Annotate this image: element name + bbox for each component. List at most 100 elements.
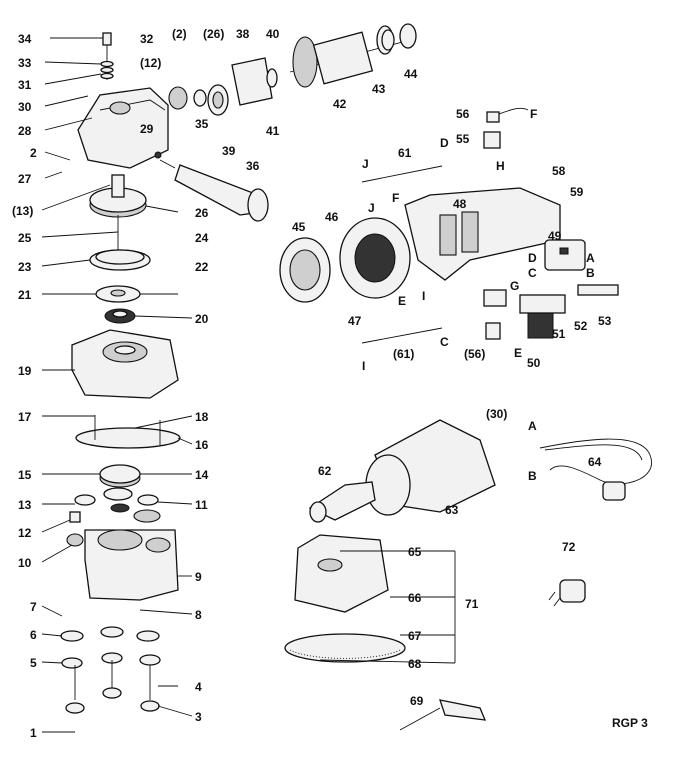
label-68: 68: [408, 657, 422, 671]
letter-C1: C: [440, 335, 449, 349]
label-56b: (56): [464, 347, 485, 361]
label-13: 13: [18, 498, 32, 512]
letter-B2: B: [586, 266, 595, 280]
label-69: 69: [410, 694, 424, 708]
label-61: 61: [398, 146, 412, 160]
brush-holders: [544, 239, 586, 271]
label-53: 53: [598, 314, 612, 328]
label-1: 1: [30, 726, 37, 740]
label-31: 31: [18, 78, 32, 92]
label-72: 72: [562, 540, 576, 554]
label-26b: (26): [203, 27, 224, 41]
housing-9: [84, 529, 179, 601]
letter-A2: A: [586, 251, 595, 265]
label-71: 71: [465, 597, 479, 611]
label-5: 5: [30, 656, 37, 670]
spindles-lower: [60, 626, 161, 714]
motor-cover-63: [365, 419, 496, 516]
label-2b: (2): [172, 27, 187, 41]
part-number-labels: 34 32 33 (12) 31 30 28 29 2 27 (13) 25 2…: [12, 27, 648, 740]
label-45: 45: [292, 220, 306, 234]
label-4: 4: [195, 680, 202, 694]
armature-42: [289, 25, 411, 88]
connection-letters: F H D J J F E I C I F G E D C A B A B: [362, 107, 595, 483]
label-9: 9: [195, 570, 202, 584]
label-3: 3: [195, 710, 202, 724]
bearing-20: [104, 308, 136, 324]
letter-E1: E: [398, 294, 406, 308]
gasket-16: [75, 415, 181, 449]
label-35: 35: [195, 117, 209, 131]
letter-D1: D: [440, 136, 449, 150]
label-59: 59: [570, 185, 584, 199]
label-10: 10: [18, 556, 32, 570]
label-15: 15: [18, 468, 32, 482]
label-25: 25: [18, 231, 32, 245]
label-39: 39: [222, 144, 236, 158]
label-58: 58: [552, 164, 566, 178]
label-6: 6: [30, 628, 37, 642]
drawing-code: RGP 3: [612, 716, 648, 730]
label-38: 38: [236, 27, 250, 41]
label-18: 18: [195, 410, 209, 424]
letter-H1: H: [496, 159, 505, 173]
leader-lines: [41, 37, 456, 733]
plate-21: [95, 285, 141, 303]
label-65: 65: [408, 545, 422, 559]
label-24: 24: [195, 231, 209, 245]
letter-C2: C: [528, 266, 537, 280]
bearings-43-44: [381, 23, 417, 51]
label-47: 47: [348, 314, 362, 328]
label-40: 40: [266, 27, 280, 41]
bearing-39: [193, 68, 278, 116]
label-22: 22: [195, 260, 209, 274]
label-52: 52: [574, 319, 588, 333]
label-14: 14: [195, 468, 209, 482]
ring-22: [89, 249, 151, 271]
label-27: 27: [18, 172, 32, 186]
label-41: 41: [266, 124, 280, 138]
label-48: 48: [453, 197, 467, 211]
cable-61: [361, 165, 443, 344]
side-handle-36: [159, 159, 269, 222]
label-7: 7: [30, 600, 37, 614]
label-61b: (61): [393, 347, 414, 361]
label-44: 44: [404, 67, 418, 81]
label-66: 66: [408, 591, 422, 605]
label-11: 11: [195, 498, 208, 512]
letter-G: G: [510, 279, 519, 293]
spanner-69: [399, 699, 487, 731]
label-30b: (30): [486, 407, 507, 421]
plug-72: [548, 579, 586, 607]
label-2: 2: [30, 146, 37, 160]
label-26a: 26: [195, 206, 209, 220]
label-50: 50: [527, 356, 541, 370]
letter-F1: F: [530, 107, 537, 121]
label-19: 19: [18, 364, 32, 378]
switch-50: [527, 311, 554, 339]
motor-housing-48: [404, 187, 561, 281]
label-13b: (13): [12, 204, 33, 218]
label-12b: (12): [140, 56, 161, 70]
plate-40: [231, 57, 273, 106]
label-23: 23: [18, 260, 32, 274]
spring-washers: [100, 60, 114, 80]
pinion-38: [168, 86, 188, 110]
gears-11-13: [66, 494, 161, 547]
label-43: 43: [372, 82, 386, 96]
letter-I2: I: [362, 359, 365, 373]
field-coil: [339, 217, 411, 299]
label-20: 20: [195, 312, 209, 326]
label-21: 21: [18, 288, 32, 302]
cord-clamp-parts: [483, 284, 619, 314]
label-32: 32: [140, 32, 154, 46]
label-56: 56: [456, 107, 470, 121]
gear-housing-cover: [77, 87, 169, 169]
letter-A1: A: [528, 419, 537, 433]
label-16: 16: [195, 438, 209, 452]
label-34: 34: [18, 32, 32, 46]
letter-I1: I: [422, 289, 425, 303]
cover-19: [71, 329, 179, 399]
